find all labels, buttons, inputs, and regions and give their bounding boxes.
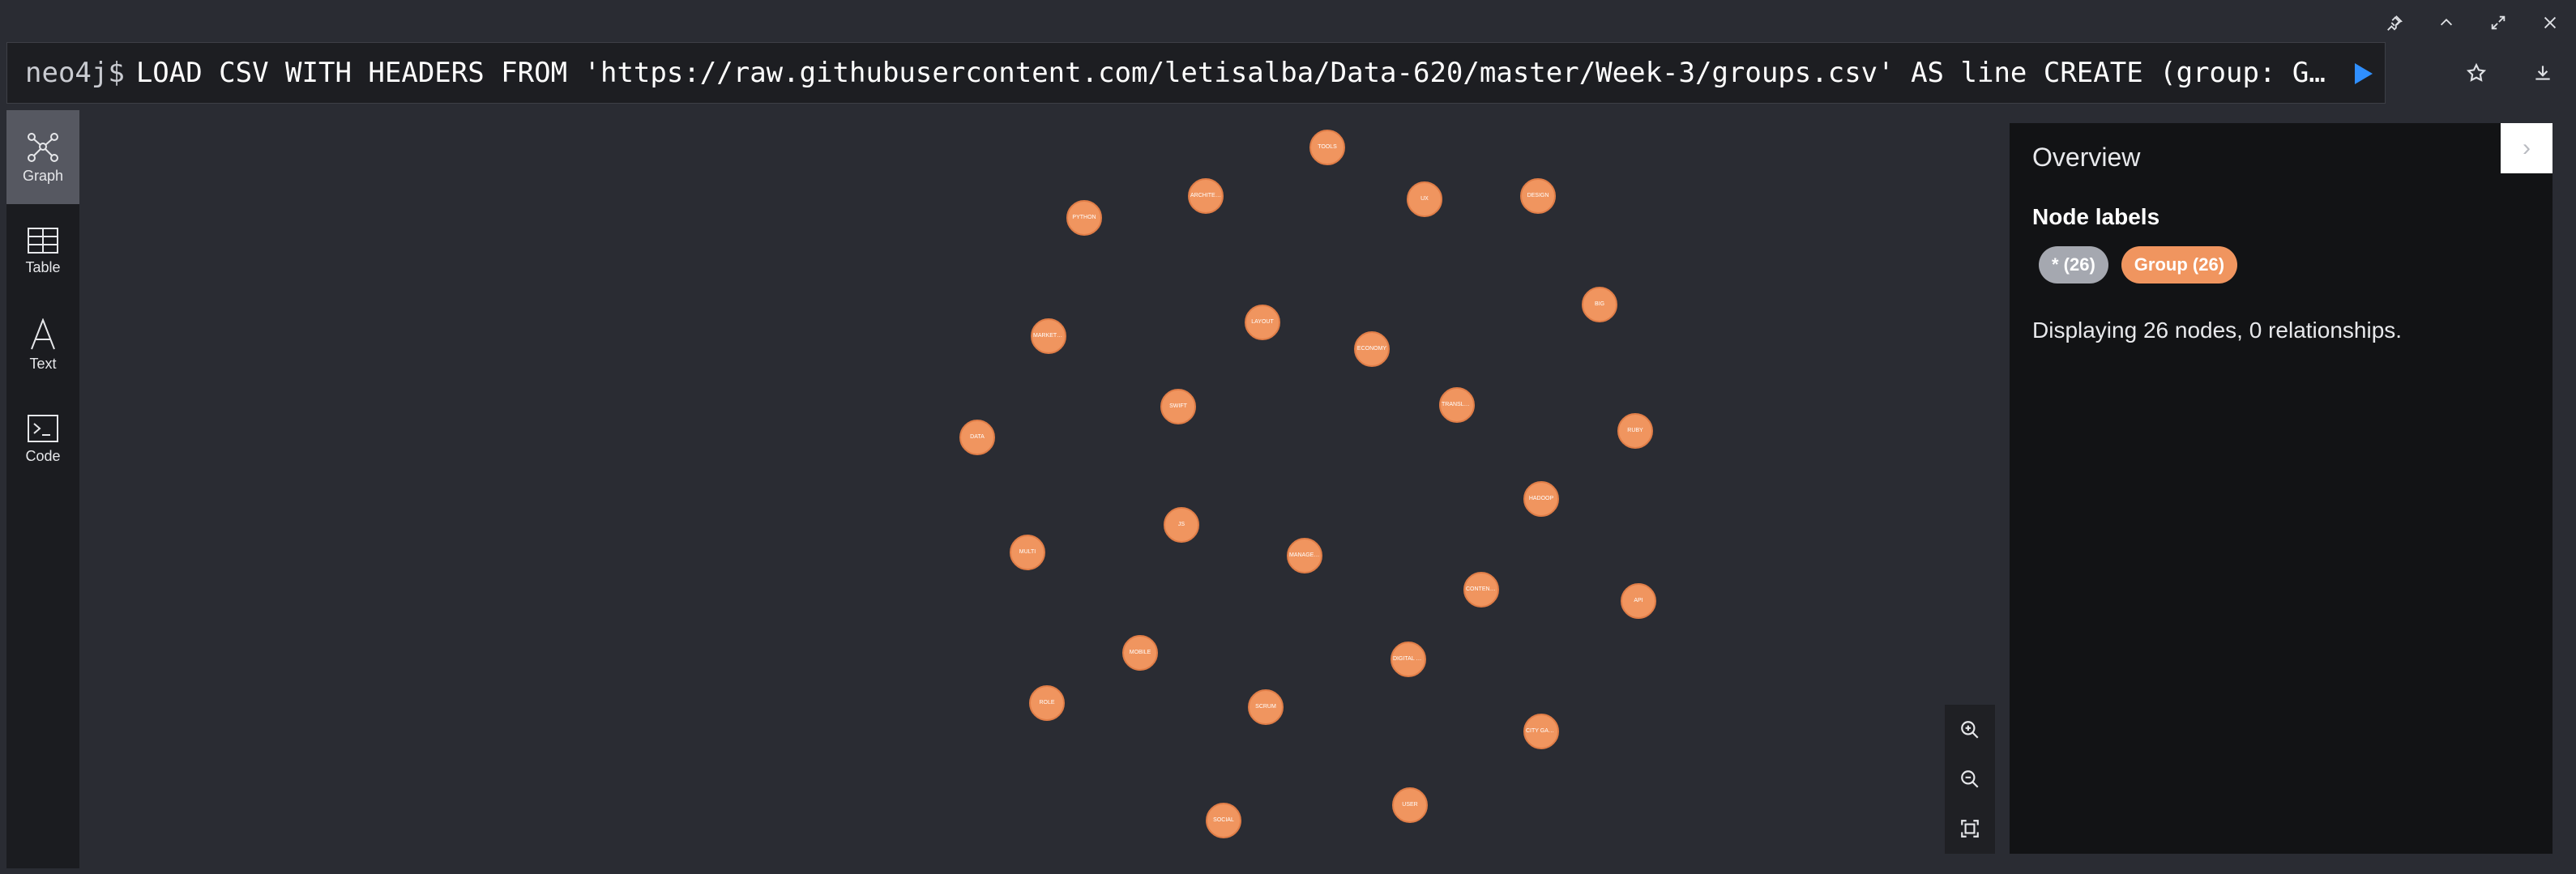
graph-node[interactable]: HADOOP <box>1523 481 1559 517</box>
label-pills: * (26) Group (26) <box>2039 246 2238 284</box>
graph-node-label: SWIFT <box>1169 403 1187 409</box>
graph-node[interactable]: DESIGN <box>1520 178 1556 214</box>
graph-node-label: DESIGN <box>1527 193 1549 198</box>
graph-node-label: SCRUM <box>1255 704 1276 710</box>
graph-node-label: ECONOMY <box>1356 346 1387 352</box>
graph-node-label: MANAGEMENT <box>1289 552 1320 558</box>
window-controls <box>2369 0 2576 45</box>
graph-node-label: TRANSLATION <box>1442 402 1472 407</box>
graph-node[interactable]: SOCIAL <box>1206 803 1241 838</box>
pill-all-labels[interactable]: * (26) <box>2039 246 2108 284</box>
graph-node-label: HADOOP <box>1528 496 1554 501</box>
graph-node[interactable]: MULTI <box>1010 535 1045 570</box>
graph-node-label: SOCIAL <box>1213 817 1234 823</box>
graph-node[interactable]: RUBY <box>1617 413 1653 449</box>
tab-table[interactable]: Table <box>6 204 79 298</box>
tab-text-label: Text <box>29 355 57 372</box>
graph-node[interactable]: MARKETING <box>1031 318 1066 354</box>
graph-node[interactable]: MANAGEMENT <box>1287 538 1322 573</box>
tab-graph[interactable]: Graph <box>6 110 79 204</box>
zoom-in-icon[interactable] <box>1945 705 1995 754</box>
view-tabs: Graph Table Text Code <box>6 110 79 868</box>
graph-node[interactable]: PYTHON <box>1066 200 1102 236</box>
graph-node-label: MARKETING <box>1033 333 1064 339</box>
zoom-controls <box>1945 705 1995 854</box>
graph-node[interactable]: TOOLS <box>1309 130 1345 165</box>
graph-node[interactable]: ARCHITECTURE <box>1188 178 1224 214</box>
graph-node-label: CITY GAMES <box>1526 728 1557 734</box>
text-icon <box>31 318 55 349</box>
graph-node-label: MULTI <box>1019 549 1036 555</box>
graph-node[interactable]: BIG <box>1582 287 1617 322</box>
graph-node[interactable]: ECONOMY <box>1354 331 1390 367</box>
graph-node[interactable]: API <box>1621 583 1656 619</box>
editor-prompt: neo4j$ <box>25 57 125 89</box>
graph-node-label: LAYOUT <box>1251 319 1274 325</box>
pin-icon[interactable] <box>2369 0 2420 45</box>
graph-node[interactable]: CITY GAMES <box>1523 714 1559 749</box>
graph-node[interactable]: SWIFT <box>1160 389 1196 424</box>
node-labels-heading: Node labels <box>2032 204 2160 229</box>
graph-icon <box>28 132 58 162</box>
tab-code-label: Code <box>25 447 61 464</box>
graph-node[interactable]: DIGITAL MARKETING <box>1391 642 1426 677</box>
favorite-star-icon[interactable] <box>2443 49 2510 97</box>
zoom-out-icon[interactable] <box>1945 754 1995 804</box>
graph-node-label: PYTHON <box>1072 215 1096 220</box>
graph-node-label: USER <box>1402 802 1418 808</box>
graph-node-label: ROLE <box>1039 700 1055 706</box>
graph-node[interactable]: UX <box>1407 181 1442 217</box>
run-button[interactable] <box>2347 59 2380 88</box>
graph-canvas[interactable]: TOOLS PYTHON ARCHITECTURE UX DESIGN BIG MARKET… <box>79 110 2010 868</box>
graph-node[interactable]: JS <box>1164 507 1199 543</box>
chevron-right-icon: › <box>2523 134 2531 161</box>
graph-node[interactable]: ROLE <box>1029 685 1065 721</box>
graph-node[interactable]: CONTENT STRATEGY <box>1463 572 1499 608</box>
display-summary: Displaying 26 nodes, 0 relationships. <box>2032 318 2403 343</box>
editor-actions <box>2443 49 2576 97</box>
download-icon[interactable] <box>2510 49 2576 97</box>
tab-graph-label: Graph <box>22 167 64 184</box>
pill-group-label[interactable]: Group (26) <box>2121 246 2238 284</box>
table-icon <box>28 227 58 254</box>
tab-code[interactable]: Code <box>6 392 79 486</box>
collapse-panel-button[interactable]: › <box>2501 123 2553 173</box>
overview-title: Overview <box>2032 143 2141 172</box>
graph-node[interactable]: MOBILE <box>1122 635 1158 671</box>
graph-node-label: JS <box>1177 522 1185 527</box>
fit-to-screen-icon[interactable] <box>1945 804 1995 854</box>
expand-icon[interactable] <box>2472 0 2524 45</box>
graph-node-label: BIG <box>1594 301 1605 307</box>
graph-node[interactable]: LAYOUT <box>1245 305 1280 340</box>
graph-node-label: RUBY <box>1627 428 1643 433</box>
close-icon[interactable] <box>2524 0 2576 45</box>
chevron-up-icon[interactable] <box>2420 0 2472 45</box>
code-icon <box>28 414 58 442</box>
graph-node[interactable]: USER <box>1392 787 1428 823</box>
graph-node-label: TOOLS <box>1318 144 1337 150</box>
overview-panel: Overview › Node labels * (26) Group (26)… <box>2010 123 2553 854</box>
graph-node-label: CONTENT STRATEGY <box>1466 586 1497 592</box>
graph-node[interactable]: TRANSLATION <box>1439 387 1475 423</box>
graph-node-label: UX <box>1420 196 1429 202</box>
query-editor[interactable]: neo4j$ LOAD CSV WITH HEADERS FROM 'https… <box>6 42 2386 104</box>
query-text[interactable]: LOAD CSV WITH HEADERS FROM 'https://raw.… <box>135 57 2359 89</box>
graph-node[interactable]: SCRUM <box>1248 689 1284 725</box>
tab-text[interactable]: Text <box>6 298 79 392</box>
graph-node[interactable]: DATA <box>959 420 995 455</box>
tab-table-label: Table <box>25 258 61 275</box>
graph-node-label: DATA <box>970 434 985 440</box>
graph-node-label: MOBILE <box>1129 650 1151 655</box>
graph-node-label: ARCHITECTURE <box>1190 193 1221 198</box>
graph-node-label: API <box>1634 598 1643 603</box>
play-icon <box>2355 63 2373 84</box>
graph-node-label: DIGITAL MARKETING <box>1393 656 1424 662</box>
